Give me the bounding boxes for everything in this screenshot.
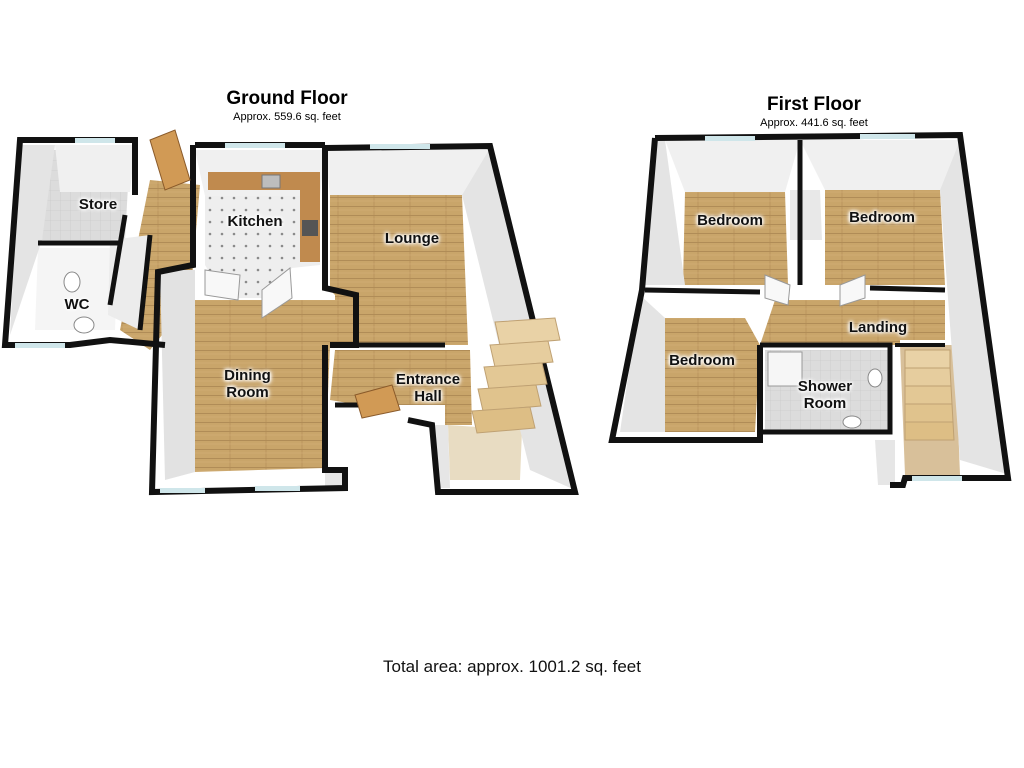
wall-face — [800, 140, 960, 190]
inner-wall — [644, 287, 761, 295]
room-label-store: Store — [78, 196, 118, 213]
ground-floor-title: Ground Floor — [226, 88, 348, 109]
wc-toilet — [63, 271, 81, 293]
bedroom-floor — [665, 318, 760, 432]
outer-wall — [148, 145, 348, 496]
wall-face — [10, 145, 55, 335]
room-label-wc: WC — [64, 296, 90, 313]
inner-wall — [137, 234, 153, 331]
room-label-entrance-line2: Hall — [414, 388, 442, 405]
room-label-bedroom-1: Bedroom — [697, 212, 763, 229]
wall-face — [462, 148, 575, 490]
landing-floor — [760, 300, 945, 345]
inner-wall — [107, 214, 128, 306]
kitchen-sink — [261, 174, 281, 189]
bedroom-floor — [825, 190, 945, 285]
first-floor-title: First Floor — [767, 94, 861, 115]
stair-well-floor — [448, 425, 522, 480]
inner-wall — [760, 342, 893, 435]
room-label-kitchen: Kitchen — [227, 213, 283, 230]
room-label-dining-line1: Dining — [224, 367, 271, 384]
ground-floor-plan — [1, 129, 579, 496]
front-door — [149, 129, 191, 191]
room-label-bedroom-2: Bedroom — [849, 209, 915, 226]
wc-basin — [73, 316, 95, 334]
interior-door — [204, 269, 241, 301]
dining-room-floor — [195, 300, 352, 472]
entrance-door — [354, 384, 401, 419]
room-label-entrance-line1: Entrance — [395, 371, 461, 388]
kitchen-hob — [302, 220, 318, 236]
wall-face — [325, 148, 490, 195]
ground-floor-staircase — [471, 317, 561, 434]
window — [160, 488, 205, 493]
window — [15, 343, 65, 348]
wall-face — [665, 140, 800, 192]
first-floor-area: Approx. 441.6 sq. feet — [760, 117, 868, 129]
room-label-shower-line1: Shower — [797, 378, 853, 395]
entrance-hall-floor — [330, 350, 472, 425]
lounge-floor — [330, 195, 468, 345]
ground-floor-area: Approx. 559.6 sq. feet — [233, 111, 341, 123]
wall-face — [55, 145, 135, 192]
inner-wall — [869, 285, 946, 293]
interior-door — [261, 267, 293, 319]
window — [860, 134, 915, 139]
window — [912, 476, 962, 481]
total-area-caption: Total area: approx. 1001.2 sq. feet — [382, 657, 641, 676]
room-label-lounge: Lounge — [384, 230, 440, 247]
window — [370, 144, 430, 149]
first-floor-staircase — [904, 349, 955, 441]
wall-face — [645, 140, 685, 285]
outer-wall — [324, 142, 579, 495]
interior-door — [839, 274, 866, 307]
window — [255, 486, 300, 491]
interior-door — [764, 274, 791, 306]
shower-tray — [767, 351, 803, 387]
wall-face — [790, 190, 822, 240]
room-label-landing: Landing — [848, 319, 908, 336]
shower-basin — [842, 415, 862, 429]
wall-face — [160, 270, 195, 480]
wall-face — [325, 470, 345, 488]
room-label-dining-line2: Room — [226, 384, 269, 401]
wall-face — [620, 295, 665, 432]
outer-wall — [608, 137, 763, 443]
kitchen-floor — [205, 196, 320, 298]
room-label-bedroom-3: Bedroom — [669, 352, 735, 369]
window — [225, 143, 285, 148]
first-floor-plan — [608, 131, 1012, 488]
window — [75, 138, 115, 143]
wall-face — [875, 440, 895, 485]
bedroom-floor — [683, 192, 788, 285]
shower-toilet — [867, 368, 883, 388]
room-label-shower-line2: Room — [803, 395, 847, 412]
wall-face — [940, 140, 1010, 475]
window — [705, 136, 755, 141]
